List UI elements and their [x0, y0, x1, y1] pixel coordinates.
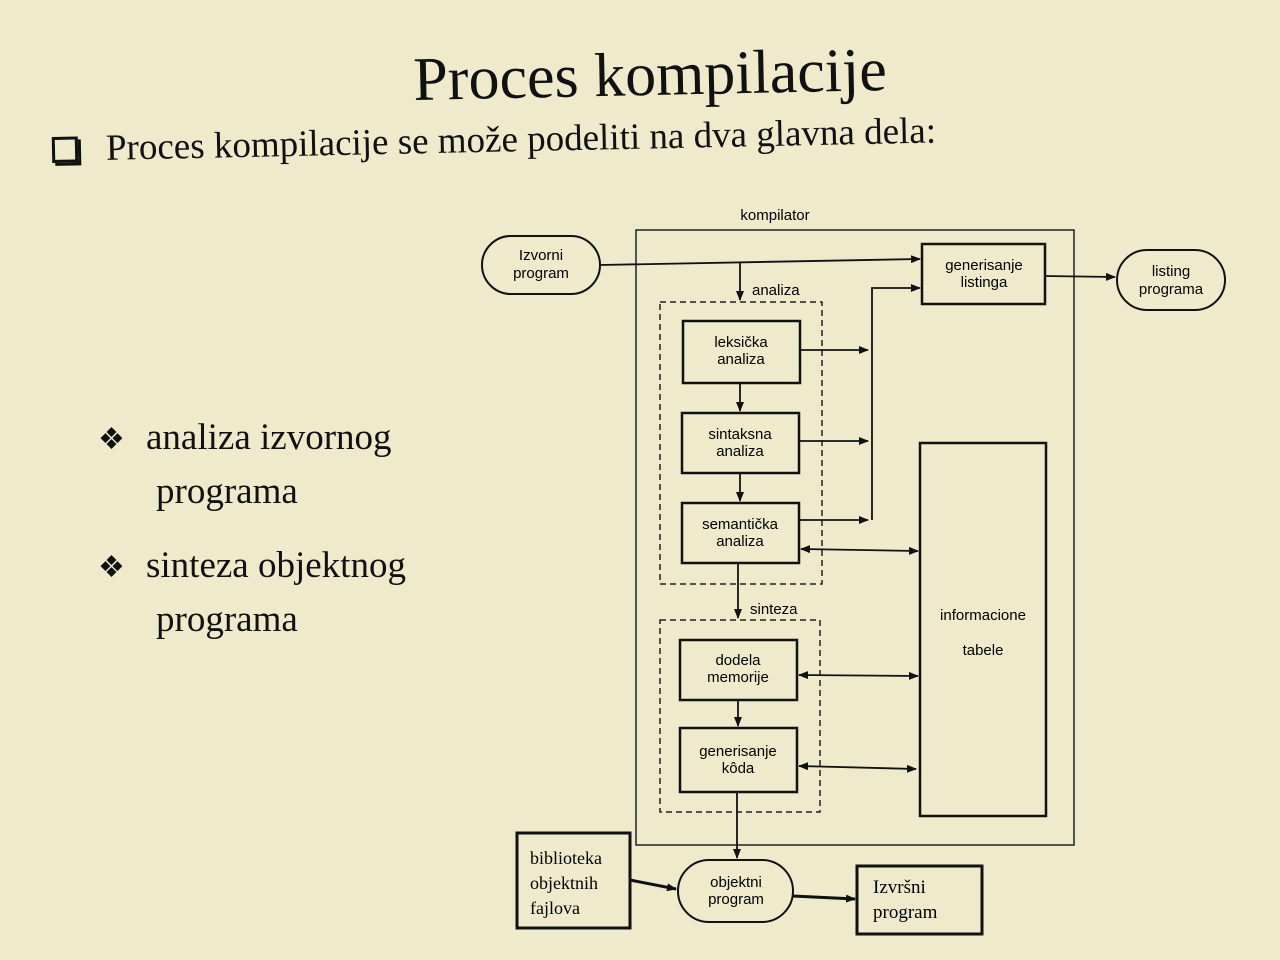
arrow-sem-tabele [800, 545, 919, 555]
bullet-analysis: ❖ analiza izvornog programa [98, 412, 392, 518]
arrow-listing-to-output [1044, 272, 1116, 281]
bullet-synthesis-line2: programa [156, 599, 298, 640]
leksicka-analiza-node [681, 319, 802, 385]
sinteza-label: sinteza [750, 601, 798, 618]
arrow-gen-tabele [798, 762, 917, 773]
arrow-biblioteka-to-objektni [629, 878, 677, 892]
diamond-bullet-icon: ❖ [98, 423, 125, 456]
arrow-izvorni-to-listing [599, 255, 921, 266]
arrow-objektni-to-izvrsni [792, 894, 856, 903]
kompilator-label: kompilator [740, 207, 809, 224]
generisanje-listinga-node [920, 242, 1047, 306]
bullet-analysis-line1: analiza izvornog [146, 417, 392, 458]
diagram-arrows [599, 255, 1116, 903]
bullet-synthesis-line1: sinteza objektnog [146, 545, 406, 586]
generisanje-koda-node [678, 726, 799, 794]
analiza-group [659, 301, 823, 585]
informacione-tabele-node [918, 441, 1048, 818]
arrow-dodela-tabele [798, 671, 919, 680]
diamond-bullet-icon: ❖ [98, 551, 125, 584]
objektni-program-node [677, 859, 794, 923]
collector-line [871, 284, 921, 520]
izvrsni-program-node [855, 864, 984, 936]
sinteza-group [659, 619, 821, 813]
listing-programa-node [1116, 249, 1226, 311]
bullet-analysis-line2: programa [156, 471, 298, 512]
bullet-synthesis: ❖ sinteza objektnog programa [98, 540, 406, 646]
semanticka-analiza-node [680, 501, 801, 565]
analiza-label: analiza [752, 282, 800, 299]
kompilator-frame [635, 229, 1075, 846]
